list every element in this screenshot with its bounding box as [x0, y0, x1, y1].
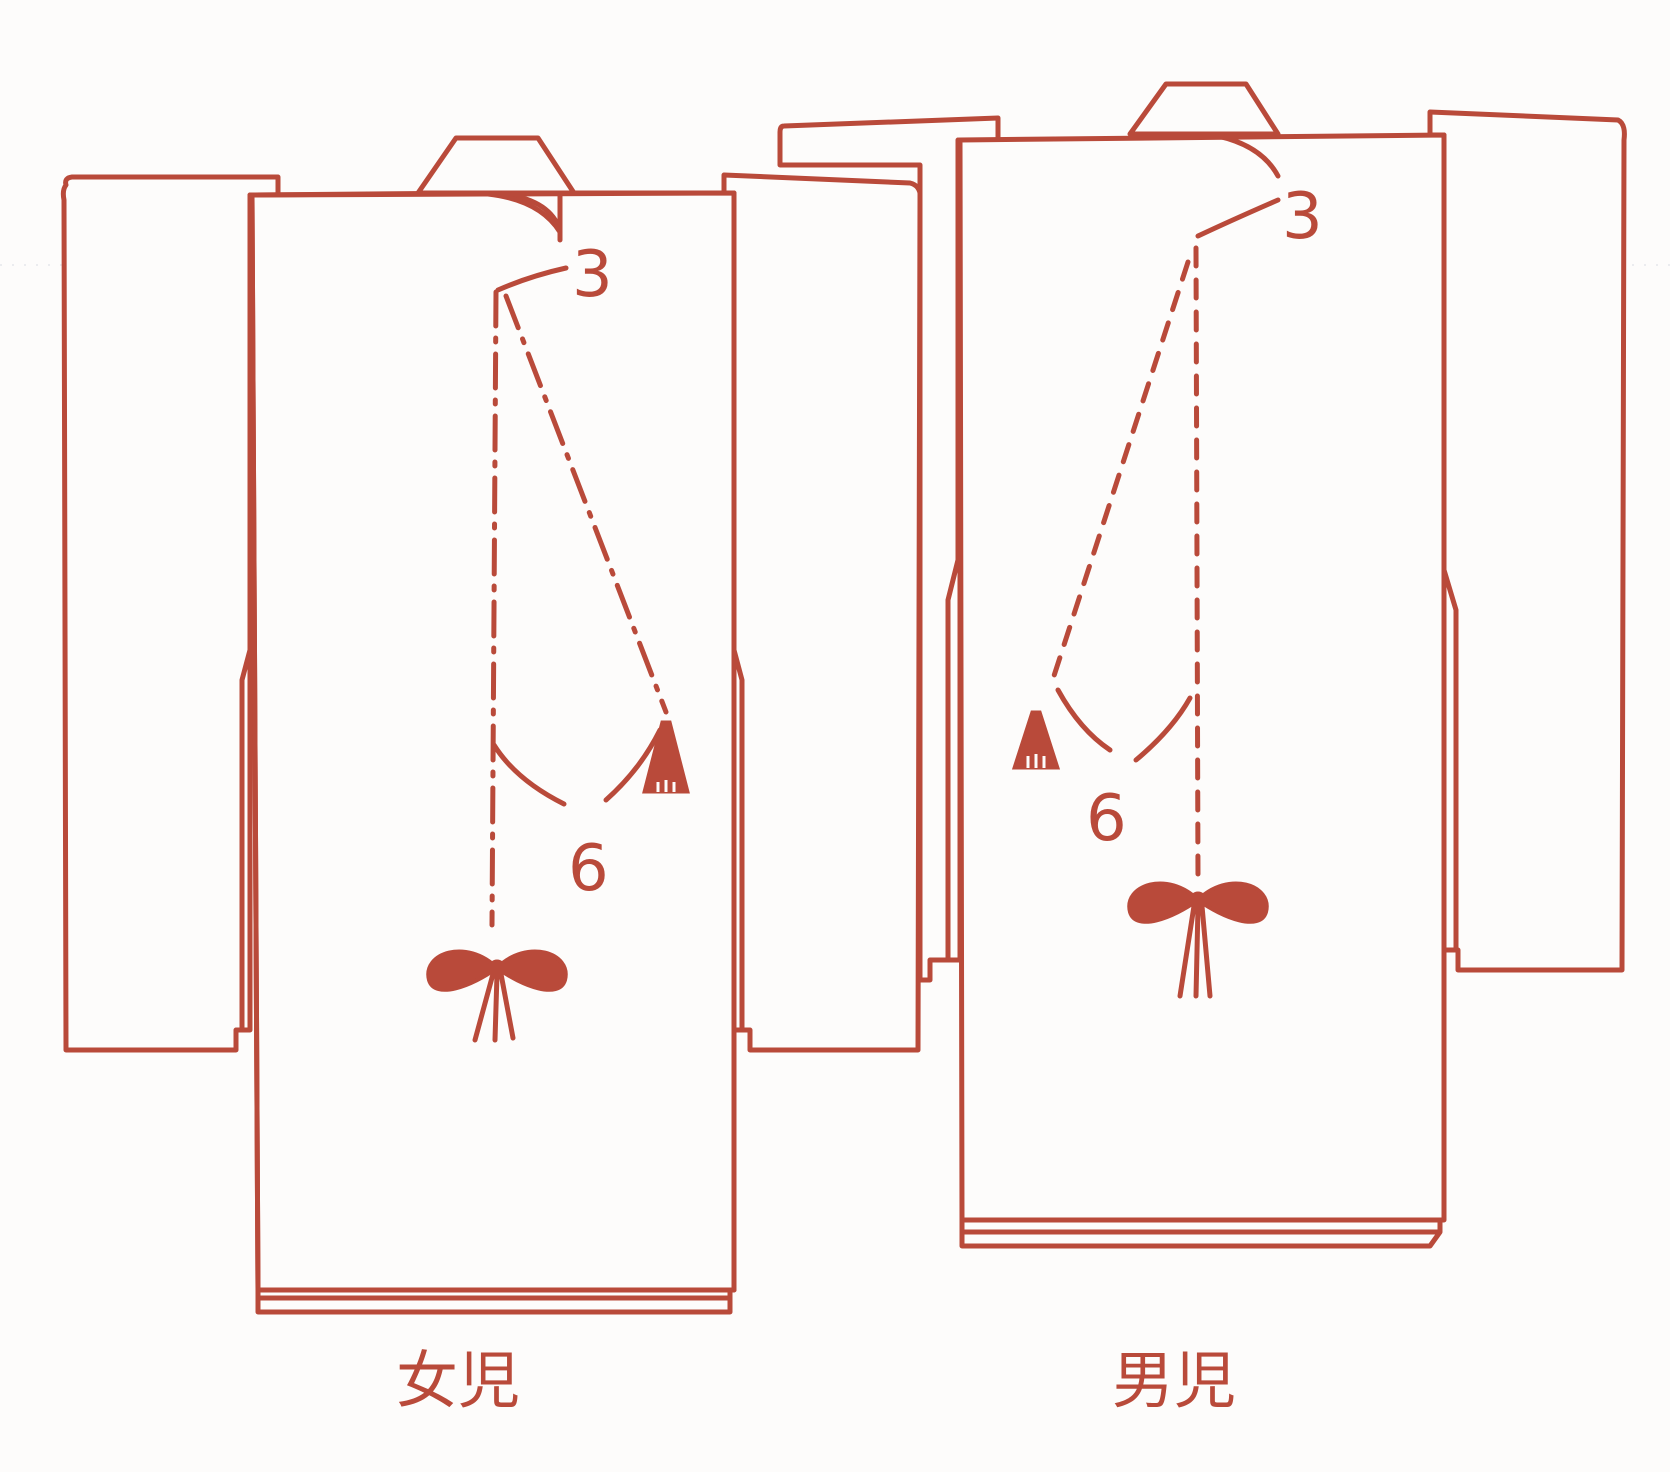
guide-diagonal	[503, 293, 669, 715]
collar-tab	[415, 135, 577, 196]
tassel-icon	[1011, 710, 1061, 770]
hem	[255, 1287, 733, 1315]
collar-tab	[1127, 81, 1281, 137]
girl-kimono: 3 6 女児	[60, 135, 923, 1417]
number-6: 6	[568, 832, 609, 906]
measure-arc	[1055, 687, 1193, 763]
sleeve-seam-left	[945, 137, 961, 963]
bow-icon	[1127, 881, 1269, 999]
sleeve-seam-right	[731, 197, 745, 1033]
hem	[959, 1217, 1443, 1249]
start-mark	[495, 265, 569, 293]
sleeve-seam-left	[239, 192, 253, 1033]
kimono-body	[957, 132, 1447, 1223]
guide-vertical	[489, 289, 499, 928]
number-3: 3	[1282, 180, 1323, 254]
caption-boy: 男児	[1112, 1344, 1236, 1417]
start-mark	[1195, 197, 1281, 239]
guide-diagonal	[1049, 259, 1191, 685]
measure-arc	[491, 727, 663, 807]
right-sleeve	[1427, 109, 1627, 973]
boy-kimono: 3 6 男児	[777, 81, 1627, 1417]
caption-girl: 女児	[396, 1344, 520, 1417]
bow-icon	[426, 949, 568, 1043]
sleeve-seam-right	[1441, 137, 1459, 953]
tassel-icon	[642, 720, 690, 794]
number-6: 6	[1086, 782, 1127, 856]
left-sleeve	[60, 174, 281, 1053]
guide-vertical	[1193, 245, 1201, 883]
body-outline	[249, 190, 737, 1293]
right-sleeve	[721, 172, 923, 1053]
number-3: 3	[572, 238, 613, 312]
neckline	[1215, 133, 1281, 179]
neckline	[485, 191, 563, 235]
